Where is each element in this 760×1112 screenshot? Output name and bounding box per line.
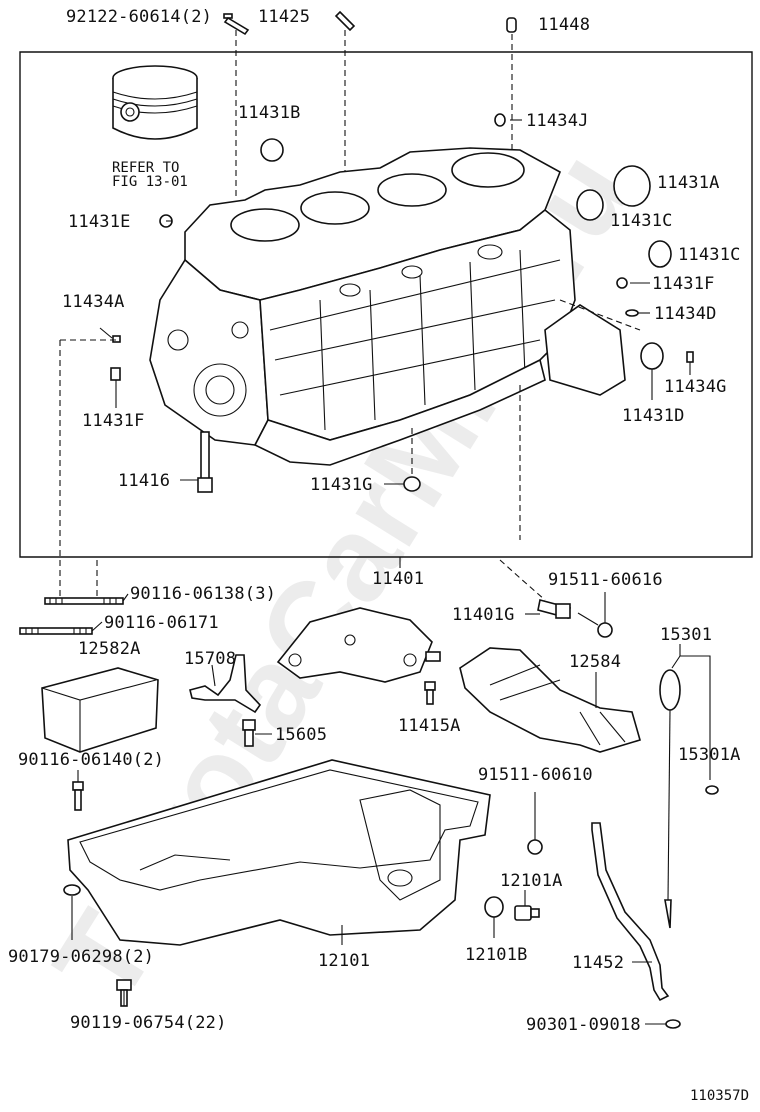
o-ring-15301A [705,785,719,795]
plug-11431A [613,165,651,207]
label-11416: 11416 [118,471,170,491]
plug-11431G [403,476,421,492]
label-90179-06298: 90179-06298(2) [8,947,154,967]
oil-strainer-12584 [459,647,641,753]
refer-note-line1: REFER TO [112,160,179,176]
baffle-12582A [41,667,159,753]
label-15301A: 15301A [678,745,741,765]
seal-11431D [640,342,664,370]
label-12101B: 12101B [465,945,528,965]
label-15708: 15708 [184,649,236,669]
label-90116-06140: 90116-06140(2) [18,750,164,770]
plug-11431F-left [110,367,121,381]
bolt-90116-06140 [72,781,84,811]
bracket-15708 [189,654,262,714]
bolt-91511-60616 [537,599,571,619]
label-92122-60614: 92122-60614(2) [66,7,212,27]
label-90116-06138: 90116-06138(3) [130,584,276,604]
label-11434G: 11434G [664,377,727,397]
plug-11431B [260,138,284,162]
label-15301: 15301 [660,625,712,645]
label-11431E: 11431E [68,212,131,232]
refer-note-line2: FIG 13-01 [112,174,188,190]
pin-11434D [625,309,639,317]
bolt-11415A [424,681,436,705]
label-11431F-left: 11431F [82,411,145,431]
label-11431A: 11431A [657,173,720,193]
plug-11448 [506,17,517,33]
bolt-15605 [242,719,256,747]
marker-b-lower [527,839,543,855]
label-11425: 11425 [258,7,310,27]
stud-90116-06138 [44,597,124,605]
label-11401: 11401 [372,569,424,589]
label-12101A: 12101A [500,871,563,891]
label-11431D: 11431D [622,406,685,426]
diagram-id: 110357D [690,1088,749,1104]
engine-block-frame [19,51,753,558]
label-91511-60610: 91511-60610 [478,765,593,785]
drain-plug-12101A [514,905,540,921]
plug-11431F-right [616,277,628,289]
label-15605: 15605 [275,725,327,745]
label-11431F-right: 11431F [652,274,715,294]
marker-b-upper [597,622,613,638]
label-90116-06171: 90116-06171 [104,613,219,633]
head-bolt-92122 [223,13,250,36]
label-11415A: 11415A [398,716,461,736]
label-11434A: 11434A [62,292,125,312]
pin-11434G [686,351,694,363]
label-12582A: 12582A [78,639,141,659]
pin-11434A [112,335,121,343]
label-11448: 11448 [538,15,590,35]
label-11434J: 11434J [526,111,589,131]
label-11431C-a: 11431C [610,211,673,231]
stud-11425 [334,10,356,32]
guide-tube-11452 [591,822,670,1002]
stud-90116-06171 [19,627,93,635]
stiffener-11401G [276,607,441,683]
label-12584: 12584 [569,652,621,672]
bolt-11416 [197,431,213,493]
oil-pan-12101 [67,759,491,946]
cylinder-block-11401 [149,147,626,466]
piston-illustration [112,65,198,140]
plug-11434J [494,113,506,127]
label-11452: 11452 [572,953,624,973]
label-11434D: 11434D [654,304,717,324]
label-11431C-b: 11431C [678,245,741,265]
plug-11431C-a [576,189,604,221]
label-12101: 12101 [318,951,370,971]
label-90119-06754: 90119-06754(22) [70,1013,227,1033]
label-11431B: 11431B [238,103,301,123]
dipstick-15301 [659,669,681,929]
label-11431G: 11431G [310,475,373,495]
label-11401G: 11401G [452,605,515,625]
plug-90179 [63,884,81,896]
label-90301-09018: 90301-09018 [526,1015,641,1035]
o-ring-90301 [665,1019,681,1029]
gasket-12101B [484,896,504,918]
label-91511-60616: 91511-60616 [548,570,663,590]
plug-11431C-b [648,240,672,268]
